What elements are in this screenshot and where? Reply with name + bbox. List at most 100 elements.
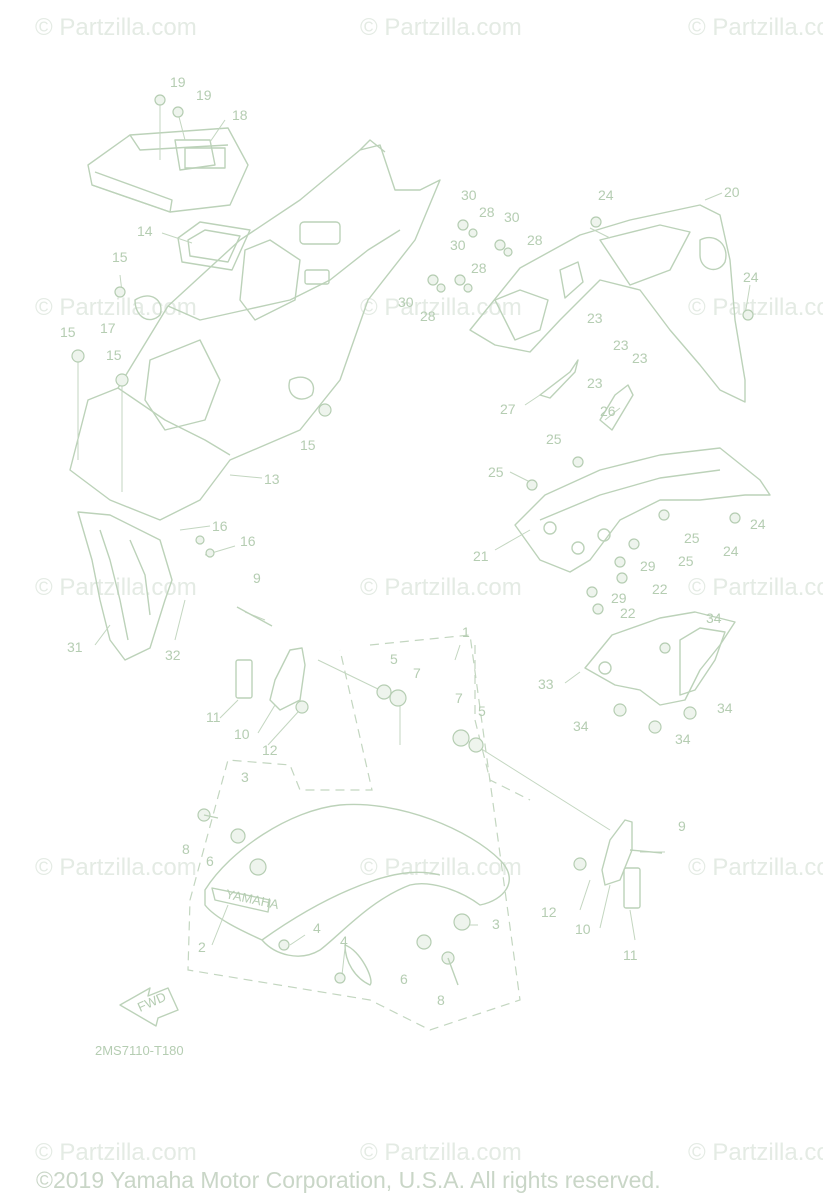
rear-fender-part <box>69 139 441 521</box>
callout-16: 16 <box>212 518 228 534</box>
watermark: © Partzilla.com <box>35 14 197 41</box>
callout-8: 8 <box>437 992 445 1008</box>
callout-15: 15 <box>106 347 122 363</box>
callout-9: 9 <box>253 570 261 586</box>
callout-12: 12 <box>541 904 557 920</box>
callout-labels: 19 19 18 14 15 15 17 15 15 13 16 16 31 3… <box>60 74 766 1008</box>
callout-19: 19 <box>170 74 186 90</box>
stay-part <box>539 359 634 431</box>
callout-5: 5 <box>390 651 398 667</box>
callout-30: 30 <box>461 187 477 203</box>
watermark: © Partzilla.com <box>35 574 197 601</box>
callout-11: 11 <box>623 947 638 963</box>
callout-8: 8 <box>182 841 190 857</box>
fender-bracket-part <box>235 647 641 909</box>
callout-6: 6 <box>206 853 214 869</box>
fwd-arrow-icon: FWD <box>119 987 179 1027</box>
watermark: © Partzilla.com <box>688 1139 823 1166</box>
callout-10: 10 <box>575 921 591 937</box>
callout-14: 14 <box>137 223 153 239</box>
callout-6: 6 <box>400 971 408 987</box>
watermark: © Partzilla.com <box>688 854 823 881</box>
callout-18: 18 <box>232 107 248 123</box>
hardware <box>71 94 754 986</box>
callout-30: 30 <box>450 237 466 253</box>
watermark: © Partzilla.com <box>360 14 522 41</box>
callout-25: 25 <box>488 464 504 480</box>
watermark: © Partzilla.com <box>360 574 522 601</box>
watermark: © Partzilla.com <box>688 574 823 601</box>
tool-tray-part <box>87 127 249 213</box>
callout-23: 23 <box>632 350 648 366</box>
mud-flap-part <box>77 511 173 661</box>
callout-9: 9 <box>678 818 686 834</box>
copyright-notice: ©2019 Yamaha Motor Corporation, U.S.A. A… <box>36 1167 661 1193</box>
callout-34: 34 <box>675 731 691 747</box>
callout-7: 7 <box>413 665 421 681</box>
callout-34: 34 <box>573 718 589 734</box>
callout-23: 23 <box>613 337 629 353</box>
callout-23: 23 <box>587 375 603 391</box>
callout-31: 31 <box>67 639 83 655</box>
watermark: © Partzilla.com <box>360 1139 522 1166</box>
callout-7: 7 <box>455 690 463 706</box>
callout-29: 29 <box>611 590 627 606</box>
callout-15: 15 <box>112 249 128 265</box>
callout-34: 34 <box>706 610 722 626</box>
callout-4: 4 <box>313 920 321 936</box>
callout-1: 1 <box>462 624 470 640</box>
callout-17: 17 <box>100 320 116 336</box>
callout-22: 22 <box>620 605 636 621</box>
callout-24: 24 <box>743 269 759 285</box>
callout-19: 19 <box>196 87 212 103</box>
callout-3: 3 <box>492 916 500 932</box>
callout-26: 26 <box>600 403 616 419</box>
callout-11: 11 <box>206 709 221 725</box>
callout-27: 27 <box>500 401 516 417</box>
callout-32: 32 <box>165 647 181 663</box>
callout-12: 12 <box>262 742 278 758</box>
leader-lines <box>77 100 751 976</box>
callout-2: 2 <box>198 939 206 955</box>
callout-3: 3 <box>241 769 249 785</box>
callout-20: 20 <box>724 184 740 200</box>
watermark: © Partzilla.com <box>360 294 522 321</box>
callout-34: 34 <box>717 700 733 716</box>
front-fender-part <box>204 803 510 986</box>
callout-25: 25 <box>684 530 700 546</box>
callout-21: 21 <box>473 548 489 564</box>
watermark: © Partzilla.com <box>35 1139 197 1166</box>
callout-25: 25 <box>546 431 562 447</box>
tail-cover-part <box>469 204 746 403</box>
watermark-layer: © Partzilla.com © Partzilla.com © Partzi… <box>35 14 823 1166</box>
callout-28: 28 <box>471 260 487 276</box>
callout-24: 24 <box>750 516 766 532</box>
bracket-frame-part <box>514 447 771 573</box>
callout-10: 10 <box>234 726 250 742</box>
callout-15: 15 <box>300 437 316 453</box>
callout-23: 23 <box>587 310 603 326</box>
callout-16: 16 <box>240 533 256 549</box>
callout-29: 29 <box>640 558 656 574</box>
callout-24: 24 <box>598 187 614 203</box>
callout-30: 30 <box>398 294 414 310</box>
callout-28: 28 <box>527 232 543 248</box>
callout-4: 4 <box>340 933 348 949</box>
diagram-code: 2MS7110-T180 <box>95 1043 184 1058</box>
callout-22: 22 <box>652 581 668 597</box>
watermark: © Partzilla.com <box>688 294 823 321</box>
reflector-bracket-part <box>584 611 736 706</box>
callout-13: 13 <box>264 471 280 487</box>
watermark: © Partzilla.com <box>35 854 197 881</box>
cover-part <box>177 221 251 271</box>
callout-15: 15 <box>60 324 76 340</box>
callout-28: 28 <box>420 308 436 324</box>
callout-24: 24 <box>723 543 739 559</box>
callout-33: 33 <box>538 676 554 692</box>
callout-28: 28 <box>479 204 495 220</box>
callout-5: 5 <box>478 703 486 719</box>
callout-25: 25 <box>678 553 694 569</box>
callout-30: 30 <box>504 209 520 225</box>
watermark: © Partzilla.com <box>688 14 823 41</box>
